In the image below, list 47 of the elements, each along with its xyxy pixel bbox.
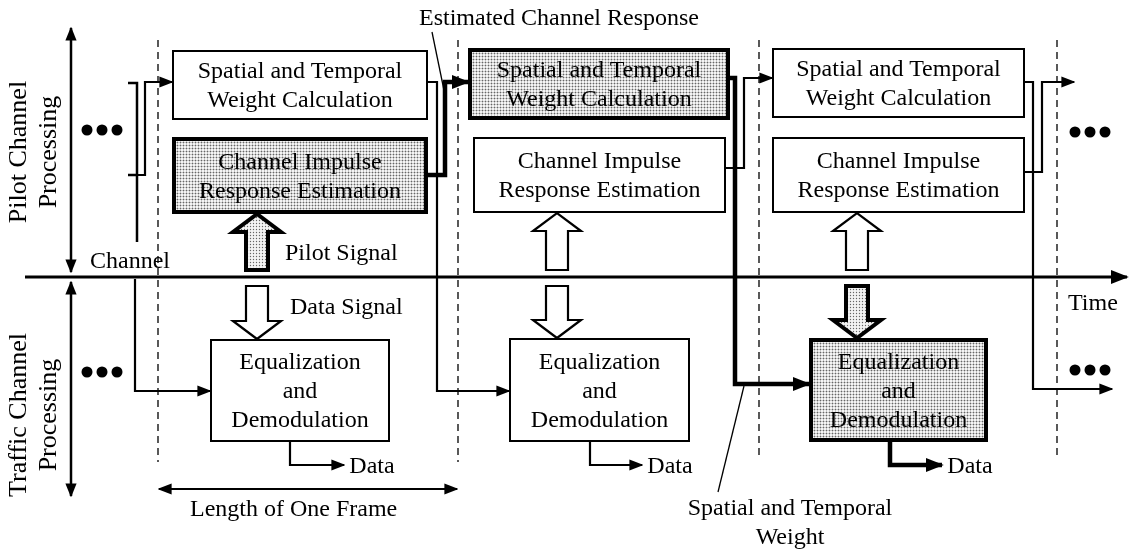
axis-title: Traffic Channel Processing: [3, 332, 63, 499]
process-box: [210, 339, 390, 442]
process-box: [172, 50, 428, 120]
box-label: Spatial and Temporal Weight Calculation: [495, 55, 703, 113]
block-arrow: [529, 211, 585, 272]
arrow: [588, 442, 644, 471]
block-arrow: [227, 211, 287, 272]
node-label: Estimated Channel Response: [419, 2, 699, 32]
text-label: Length of One Frame: [190, 494, 398, 522]
text-label: Time: [1068, 288, 1118, 316]
arrow: [730, 75, 811, 392]
arrow: [887, 442, 944, 473]
node-label: Data: [647, 450, 693, 480]
leader-line: [717, 385, 745, 493]
arrow: [133, 279, 212, 397]
box-label: Equalization and Demodulation: [230, 347, 370, 434]
block-arrow: [829, 211, 885, 272]
process-box: [809, 338, 988, 442]
axis-title: Pilot Channel Processing: [3, 79, 63, 226]
block-arrow: [529, 284, 585, 340]
process-box: [172, 137, 428, 214]
block-arrow: [229, 284, 285, 341]
box-label: Channel Impulse Response Estimation: [796, 146, 1001, 204]
arrow: [428, 74, 470, 178]
arrow: [288, 442, 346, 471]
leader-line: [431, 31, 447, 101]
box-label: Equalization and Demodulation: [529, 346, 670, 434]
box-label: Spatial and Temporal Weight Calculation: [196, 56, 404, 114]
process-box: [772, 137, 1025, 213]
arrow: [428, 80, 511, 397]
process-box: [468, 48, 730, 120]
node-label: Spatial and Temporal Weight: [686, 493, 894, 551]
box-label: Equalization and Demodulation: [828, 346, 969, 434]
arrow: [137, 76, 174, 177]
node-label: Data: [947, 450, 993, 480]
arrow: [1025, 76, 1076, 174]
arrow: [1025, 80, 1114, 395]
box-label: Spatial and Temporal Weight Calculation: [795, 54, 1002, 112]
process-box: [772, 48, 1025, 118]
process-box: [509, 338, 690, 442]
box-label: Channel Impulse Response Estimation: [497, 146, 702, 204]
process-box: [473, 137, 726, 213]
box-label: Channel Impulse Response Estimation: [198, 146, 402, 205]
node-label: Data: [349, 450, 395, 480]
text-label: Channel: [90, 246, 170, 274]
block-arrow: [827, 284, 887, 341]
arrow: [726, 72, 774, 170]
